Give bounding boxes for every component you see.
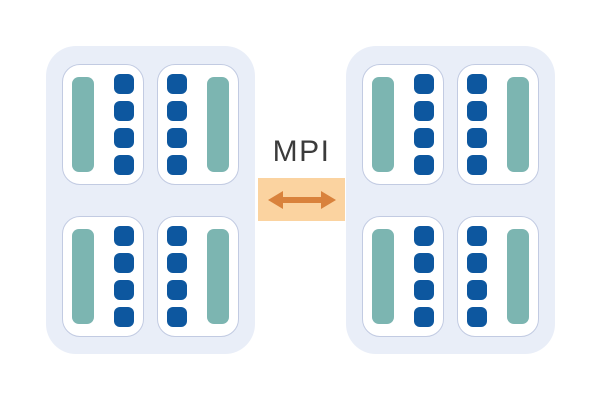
core-column xyxy=(114,74,134,175)
cpu-socket-top-left xyxy=(62,64,144,185)
mpi-connector-box xyxy=(258,178,345,221)
core-square xyxy=(467,74,487,94)
cpu-socket-bottom-right xyxy=(457,216,539,337)
core-square xyxy=(167,74,187,94)
core-column xyxy=(414,226,434,327)
core-square xyxy=(414,155,434,175)
core-square xyxy=(167,307,187,327)
core-square xyxy=(167,226,187,246)
mpi-label: MPI xyxy=(272,135,331,168)
core-square xyxy=(114,226,134,246)
memory-bar xyxy=(507,229,529,324)
memory-bar xyxy=(72,77,94,172)
cpu-socket-top-right xyxy=(457,64,539,185)
core-column xyxy=(167,74,187,175)
core-square xyxy=(467,307,487,327)
core-square xyxy=(414,253,434,273)
core-square xyxy=(114,128,134,148)
core-column xyxy=(114,226,134,327)
core-square xyxy=(114,101,134,121)
core-column xyxy=(467,74,487,175)
core-square xyxy=(467,101,487,121)
cpu-socket-top-right xyxy=(157,64,239,185)
core-square xyxy=(167,128,187,148)
memory-bar xyxy=(207,229,229,324)
memory-bar xyxy=(507,77,529,172)
cpu-socket-bottom-left xyxy=(362,216,444,337)
core-square xyxy=(414,280,434,300)
memory-bar xyxy=(372,229,394,324)
core-square xyxy=(414,226,434,246)
core-square xyxy=(467,155,487,175)
memory-bar xyxy=(372,77,394,172)
core-square xyxy=(467,226,487,246)
core-square xyxy=(467,128,487,148)
cpu-socket-top-left xyxy=(362,64,444,185)
core-square xyxy=(114,253,134,273)
compute-node-right xyxy=(346,46,555,354)
core-square xyxy=(167,155,187,175)
core-column xyxy=(414,74,434,175)
core-square xyxy=(114,74,134,94)
core-square xyxy=(414,74,434,94)
core-square xyxy=(414,101,434,121)
core-square xyxy=(467,280,487,300)
compute-node-left xyxy=(46,46,255,354)
core-column xyxy=(167,226,187,327)
core-square xyxy=(414,128,434,148)
double-arrow-icon xyxy=(267,190,336,209)
cpu-socket-bottom-right xyxy=(157,216,239,337)
core-square xyxy=(167,253,187,273)
core-square xyxy=(114,155,134,175)
memory-bar xyxy=(72,229,94,324)
core-square xyxy=(167,101,187,121)
core-square xyxy=(467,253,487,273)
cpu-socket-bottom-left xyxy=(62,216,144,337)
core-column xyxy=(467,226,487,327)
memory-bar xyxy=(207,77,229,172)
core-square xyxy=(414,307,434,327)
core-square xyxy=(114,307,134,327)
core-square xyxy=(167,280,187,300)
core-square xyxy=(114,280,134,300)
